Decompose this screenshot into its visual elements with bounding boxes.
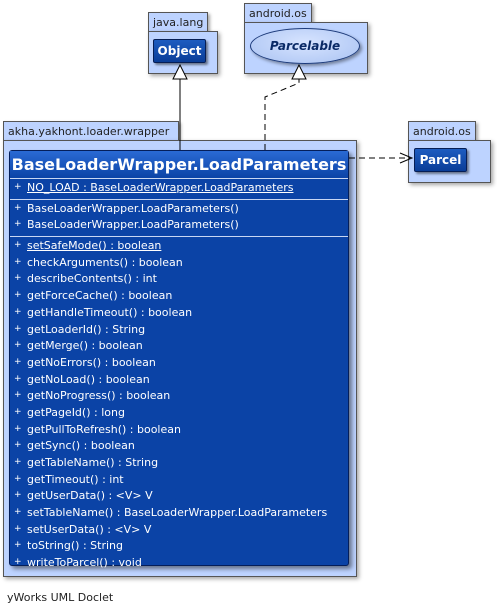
constructors-section: + BaseLoaderWrapper.LoadParameters() + B… bbox=[10, 200, 348, 238]
method-label: getTableName() : String bbox=[27, 456, 159, 469]
method-row[interactable]: + getUserData() : <V> V bbox=[10, 488, 348, 505]
method-row[interactable]: + setSafeMode() : boolean bbox=[10, 238, 348, 255]
method-label: toString() : String bbox=[27, 539, 123, 553]
method-label: setTableName() : BaseLoaderWrapper.LoadP… bbox=[27, 506, 328, 520]
footer-credit: yWorks UML Doclet bbox=[7, 591, 114, 604]
interface-parcelable[interactable]: Parcelable bbox=[250, 28, 360, 64]
method-row[interactable]: + getHandleTimeout() : boolean bbox=[10, 305, 348, 322]
public-visibility-icon: + bbox=[14, 182, 22, 192]
public-visibility-icon: + bbox=[14, 490, 22, 501]
public-visibility-icon: + bbox=[14, 356, 22, 367]
method-row[interactable]: + getNoErrors() : boolean bbox=[10, 355, 348, 372]
public-visibility-icon: + bbox=[14, 406, 22, 417]
method-row[interactable]: + getPageId() : long bbox=[10, 405, 348, 422]
method-row[interactable]: + getPullToRefresh() : boolean bbox=[10, 422, 348, 439]
method-row[interactable]: + describeContents() : int bbox=[10, 271, 348, 288]
method-row[interactable]: + checkArguments() : boolean bbox=[10, 255, 348, 272]
public-visibility-icon: + bbox=[14, 340, 22, 351]
class-title: BaseLoaderWrapper.LoadParameters bbox=[10, 151, 348, 179]
method-label: getNoProgress() : boolean bbox=[27, 389, 171, 403]
method-label: writeToParcel() : void bbox=[27, 556, 142, 570]
public-visibility-icon: + bbox=[14, 202, 22, 213]
generalization-arrowhead bbox=[172, 63, 188, 80]
method-row[interactable]: + toString() : String bbox=[10, 538, 348, 555]
method-row[interactable]: + getLoaderId() : String bbox=[10, 322, 348, 339]
public-visibility-icon: + bbox=[14, 256, 22, 267]
constructor-label: BaseLoaderWrapper.LoadParameters() bbox=[27, 218, 239, 232]
method-label: getLoaderId() : String bbox=[27, 322, 146, 336]
method-label: getForceCache() : boolean bbox=[27, 289, 173, 303]
method-row[interactable]: + getTableName() : String bbox=[10, 455, 348, 472]
class-load-parameters[interactable]: BaseLoaderWrapper.LoadParameters + NO_LO… bbox=[9, 150, 349, 569]
field-row[interactable]: + NO_LOAD : BaseLoaderWrapper.LoadParame… bbox=[10, 180, 348, 197]
constructor-row[interactable]: + BaseLoaderWrapper.LoadParameters() bbox=[10, 217, 348, 234]
public-visibility-icon: + bbox=[14, 423, 22, 434]
method-label: getNoErrors() : boolean bbox=[27, 355, 156, 369]
method-label: getSync() : boolean bbox=[27, 439, 135, 453]
method-label: getTimeout() : int bbox=[27, 472, 124, 486]
public-visibility-icon: + bbox=[14, 540, 22, 551]
constructor-row[interactable]: + BaseLoaderWrapper.LoadParameters() bbox=[10, 201, 348, 218]
method-row[interactable]: + getTimeout() : int bbox=[10, 472, 348, 489]
public-visibility-icon: + bbox=[14, 557, 22, 568]
public-visibility-icon: + bbox=[14, 473, 22, 484]
fields-section: + NO_LOAD : BaseLoaderWrapper.LoadParame… bbox=[10, 179, 348, 200]
public-visibility-icon: + bbox=[14, 507, 22, 518]
method-label: getUserData() : <V> V bbox=[27, 489, 153, 503]
method-row[interactable]: + getForceCache() : boolean bbox=[10, 288, 348, 305]
dependency-arrowhead bbox=[399, 152, 414, 164]
method-row[interactable]: + setUserData() : <V> V bbox=[10, 522, 348, 539]
realization-arrowhead bbox=[291, 63, 307, 80]
public-visibility-icon: + bbox=[14, 306, 22, 317]
method-label: checkArguments() : boolean bbox=[27, 255, 183, 269]
method-row[interactable]: + getNoLoad() : boolean bbox=[10, 372, 348, 389]
method-row[interactable]: + writeToParcel() : void bbox=[10, 555, 348, 572]
method-label: getHandleTimeout() : boolean bbox=[27, 305, 193, 319]
public-visibility-icon: + bbox=[14, 457, 22, 467]
public-visibility-icon: + bbox=[14, 390, 22, 401]
method-row[interactable]: + getNoProgress() : boolean bbox=[10, 388, 348, 405]
method-label: getPullToRefresh() : boolean bbox=[27, 422, 181, 436]
class-object[interactable]: Object bbox=[153, 39, 206, 63]
field-label: NO_LOAD : BaseLoaderWrapper.LoadParamete… bbox=[27, 181, 294, 194]
public-visibility-icon: + bbox=[14, 273, 22, 284]
public-visibility-icon: + bbox=[14, 240, 22, 251]
method-label: setSafeMode() : boolean bbox=[27, 239, 162, 253]
method-row[interactable]: + setTableName() : BaseLoaderWrapper.Load… bbox=[10, 505, 348, 522]
methods-section: + setSafeMode() : boolean + checkArguments… bbox=[10, 237, 348, 574]
realization-edge bbox=[264, 79, 300, 150]
public-visibility-icon: + bbox=[14, 373, 22, 384]
public-visibility-icon: + bbox=[14, 323, 22, 334]
public-visibility-icon: + bbox=[14, 440, 22, 451]
method-label: getPageId() : long bbox=[27, 405, 125, 419]
public-visibility-icon: + bbox=[14, 523, 22, 534]
method-row[interactable]: + getMerge() : boolean bbox=[10, 338, 348, 355]
method-row[interactable]: + getSync() : boolean bbox=[10, 438, 348, 455]
method-label: getMerge() : boolean bbox=[27, 339, 143, 353]
package-android-os-right: android.os bbox=[408, 121, 491, 183]
method-label: setUserData() : <V> V bbox=[27, 522, 152, 536]
constructor-label: BaseLoaderWrapper.LoadParameters() bbox=[27, 201, 239, 215]
method-label: describeContents() : int bbox=[27, 272, 157, 286]
method-label: getNoLoad() : boolean bbox=[27, 372, 150, 386]
public-visibility-icon: + bbox=[14, 219, 22, 230]
class-parcel[interactable]: Parcel bbox=[414, 148, 467, 172]
public-visibility-icon: + bbox=[14, 290, 22, 301]
